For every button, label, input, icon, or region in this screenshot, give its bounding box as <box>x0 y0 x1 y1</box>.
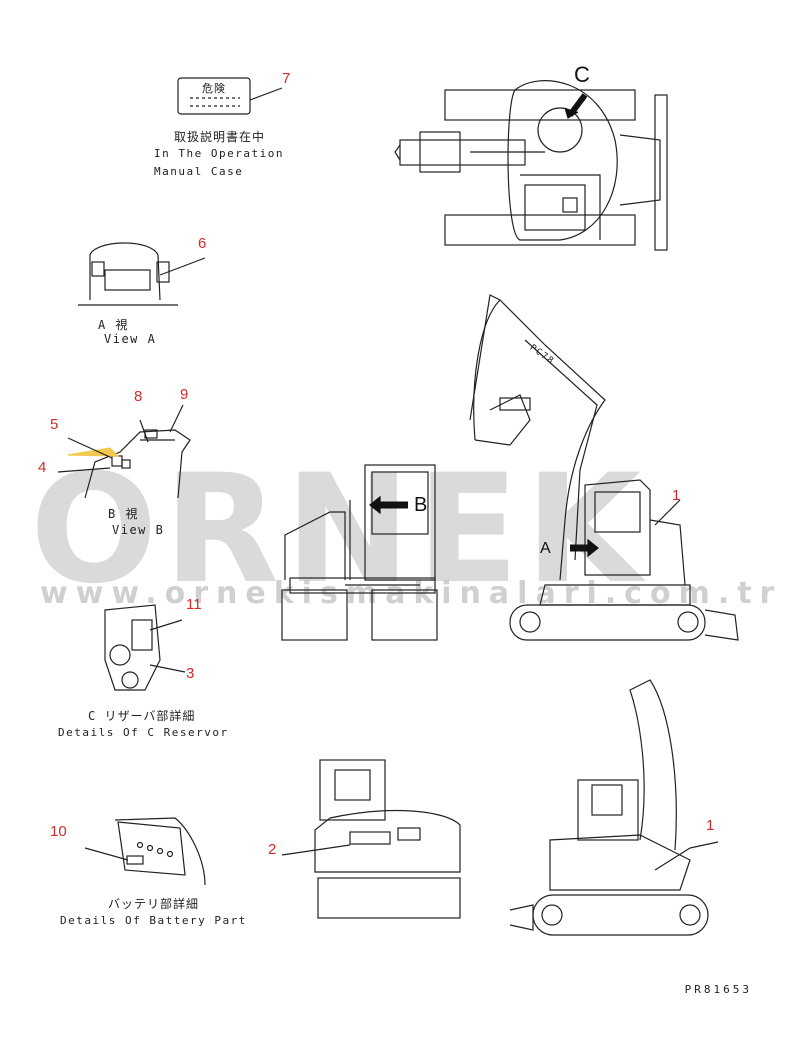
arrow-a-letter: A <box>540 540 551 557</box>
view-a-japanese: A 視 <box>98 318 129 332</box>
detail-c-japanese: C リザーバ部詳細 <box>88 709 196 723</box>
view-a-drawing <box>78 242 206 306</box>
battery-english: Details Of Battery Part <box>60 914 247 927</box>
callout-1-side: 1 <box>672 487 681 504</box>
label-7-english-line2: Manual Case <box>154 165 244 178</box>
detail-c-drawing <box>104 604 186 691</box>
callout-5: 5 <box>50 416 59 433</box>
callout-2: 2 <box>268 841 277 858</box>
callout-10: 10 <box>50 823 67 840</box>
side-view-excavator <box>469 294 739 641</box>
callout-3: 3 <box>186 665 195 682</box>
callout-11: 11 <box>186 596 202 613</box>
callout-9: 9 <box>180 386 189 403</box>
detail-c-english: Details Of C Reservor <box>58 726 229 739</box>
label-7-sticker <box>177 77 283 115</box>
drawing-code: PR81653 <box>684 983 752 996</box>
callout-6: 6 <box>198 235 207 252</box>
view-b-english: View B <box>112 523 165 537</box>
watermark-brand: ORNEK <box>30 443 648 617</box>
rear-lower-view-drawing <box>281 759 461 919</box>
callout-1-rear: 1 <box>706 817 715 834</box>
callout-7: 7 <box>282 70 291 87</box>
rear-view-drawing <box>281 464 438 641</box>
rear-quarter-view-drawing <box>509 679 719 936</box>
battery-detail-drawing <box>84 817 206 886</box>
arrow-b-letter: B <box>414 494 428 516</box>
top-view-excavator <box>394 80 668 251</box>
label-7-japanese: 取扱説明書在中 <box>174 130 266 144</box>
view-a-english: View A <box>104 332 157 346</box>
label-7-sign-text: 危険 <box>202 82 226 95</box>
callout-8: 8 <box>134 388 143 405</box>
arrow-c-letter: C <box>574 62 590 87</box>
battery-japanese: バッテリ部詳細 <box>108 897 200 911</box>
view-b-japanese: B 視 <box>108 507 139 521</box>
label-7-english-line1: In The Operation <box>154 147 284 160</box>
view-b-drawing <box>57 404 191 499</box>
callout-4: 4 <box>38 459 47 476</box>
